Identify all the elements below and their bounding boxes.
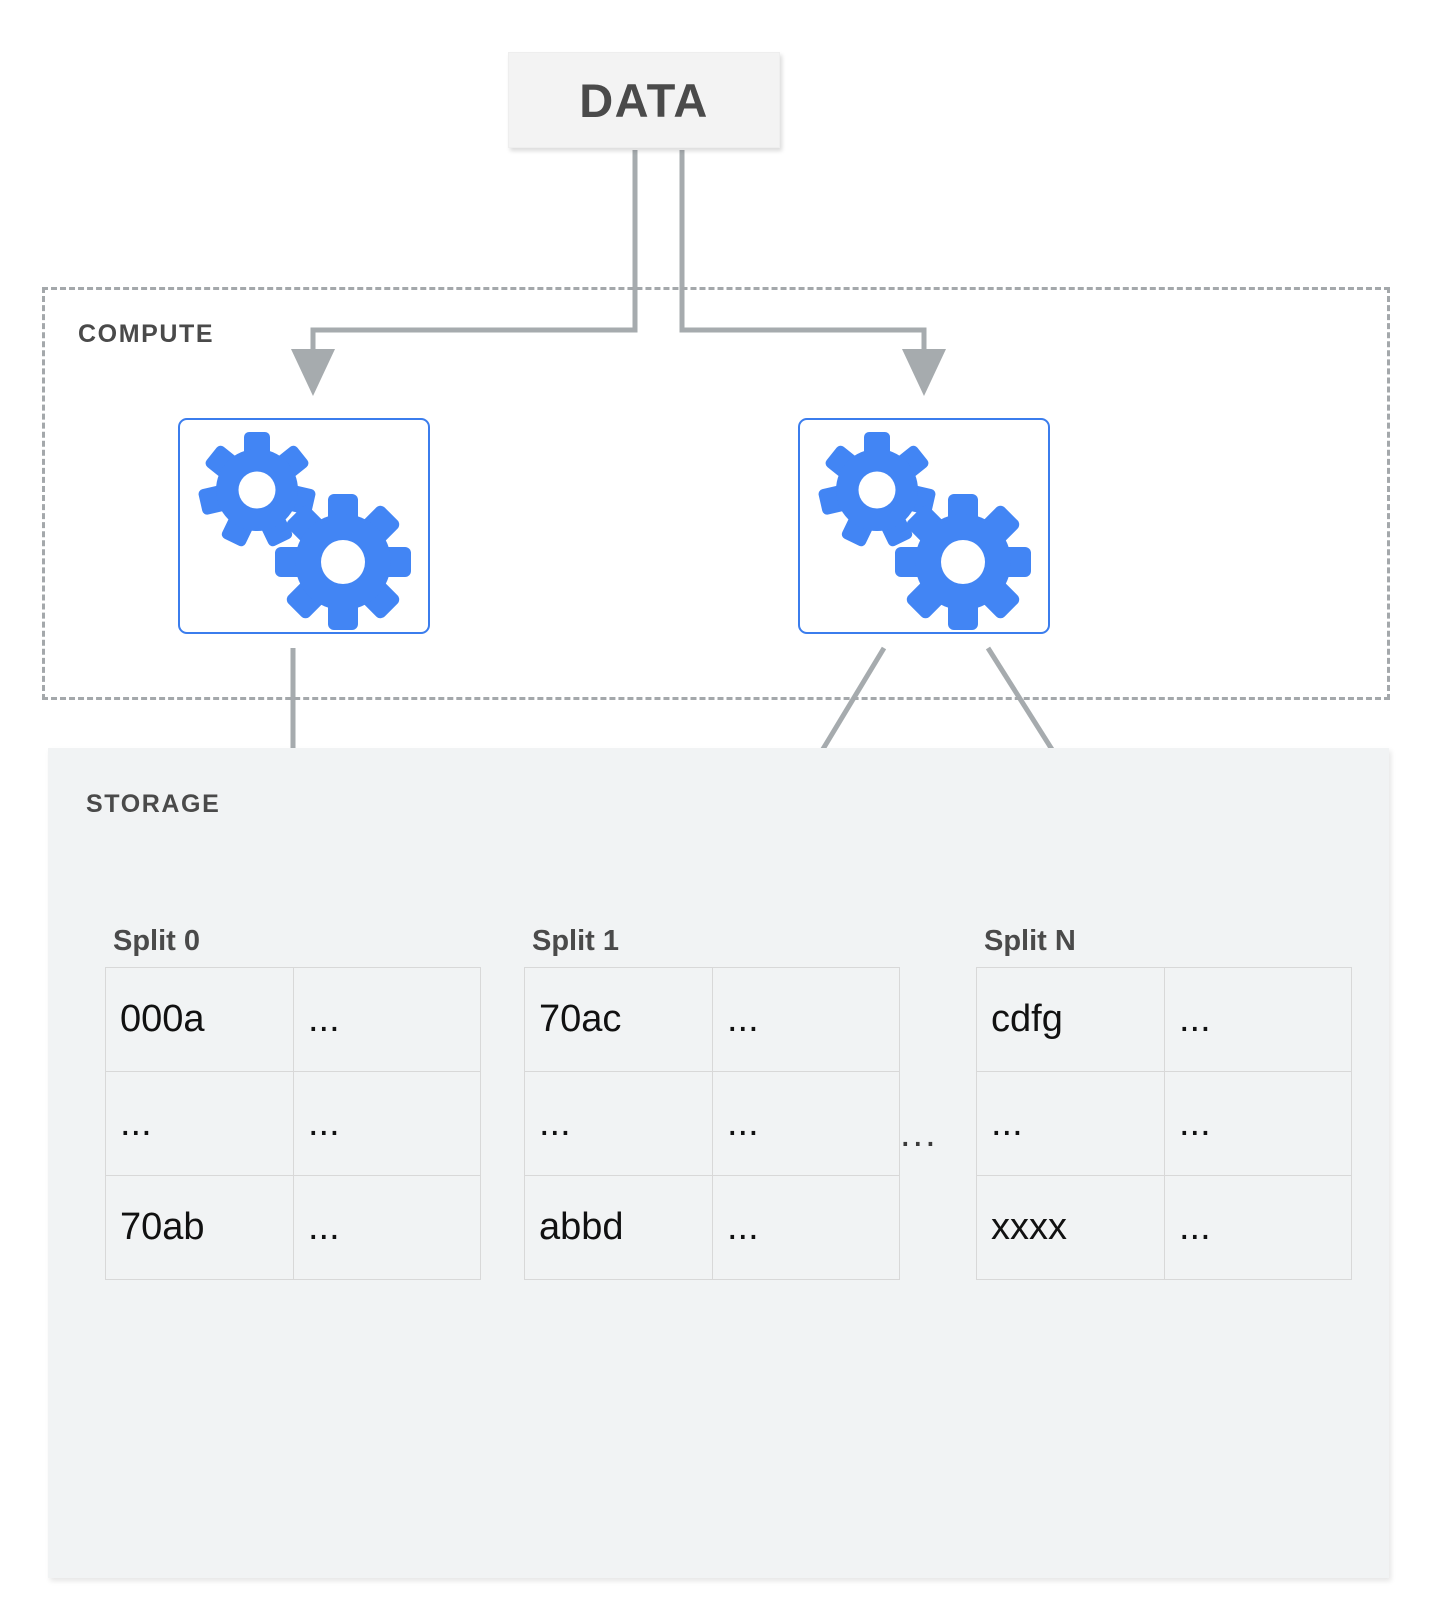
table-row: cdfg ... [976, 967, 1352, 1072]
compute-region [42, 287, 1390, 700]
table-row: 70ac ... [524, 967, 900, 1072]
table-cell: 70ac [524, 967, 713, 1072]
table-cell: ... [712, 1175, 900, 1280]
table-cell: ... [1164, 1175, 1352, 1280]
table-cell: ... [1164, 967, 1352, 1072]
compute-section-label: COMPUTE [78, 320, 215, 348]
split-group-1: Split 1 70ac ... ... ... abbd ... [524, 925, 900, 1280]
table-cell: ... [976, 1071, 1165, 1176]
table-row: ... ... [976, 1071, 1352, 1176]
table-cell: ... [105, 1071, 294, 1176]
table-row: ... ... [524, 1071, 900, 1176]
table-cell: 000a [105, 967, 294, 1072]
table-cell: ... [524, 1071, 713, 1176]
table-row: xxxx ... [976, 1175, 1352, 1280]
table-cell: ... [712, 1071, 900, 1176]
split-group-0: Split 0 000a ... ... ... 70ab ... [105, 925, 481, 1280]
split-table-n[interactable]: cdfg ... ... ... xxxx ... [976, 967, 1352, 1280]
table-cell: ... [712, 967, 900, 1072]
storage-section-label: STORAGE [86, 790, 221, 818]
split-label-1: Split 1 [532, 925, 620, 957]
table-row: ... ... [105, 1071, 481, 1176]
data-node-label: DATA [579, 73, 709, 127]
table-cell: xxxx [976, 1175, 1165, 1280]
table-row: 000a ... [105, 967, 481, 1072]
table-cell: cdfg [976, 967, 1165, 1072]
split-group-n: Split N cdfg ... ... ... xxxx ... [976, 925, 1352, 1280]
table-cell: abbd [524, 1175, 713, 1280]
split-table-1[interactable]: 70ac ... ... ... abbd ... [524, 967, 900, 1280]
splits-continuation-ellipsis: ... [900, 1113, 938, 1155]
compute-worker-right[interactable] [798, 418, 1050, 634]
table-cell: ... [293, 967, 481, 1072]
table-cell: ... [293, 1175, 481, 1280]
table-cell: ... [293, 1071, 481, 1176]
data-node[interactable]: DATA [508, 52, 780, 148]
compute-worker-left[interactable] [178, 418, 430, 634]
table-cell: ... [1164, 1071, 1352, 1176]
gears-icon [818, 432, 1031, 630]
gears-icon [198, 432, 411, 630]
table-row: 70ab ... [105, 1175, 481, 1280]
table-row: abbd ... [524, 1175, 900, 1280]
split-label-n: Split N [984, 925, 1076, 957]
table-cell: 70ab [105, 1175, 294, 1280]
split-table-0[interactable]: 000a ... ... ... 70ab ... [105, 967, 481, 1280]
split-label-0: Split 0 [113, 925, 201, 957]
